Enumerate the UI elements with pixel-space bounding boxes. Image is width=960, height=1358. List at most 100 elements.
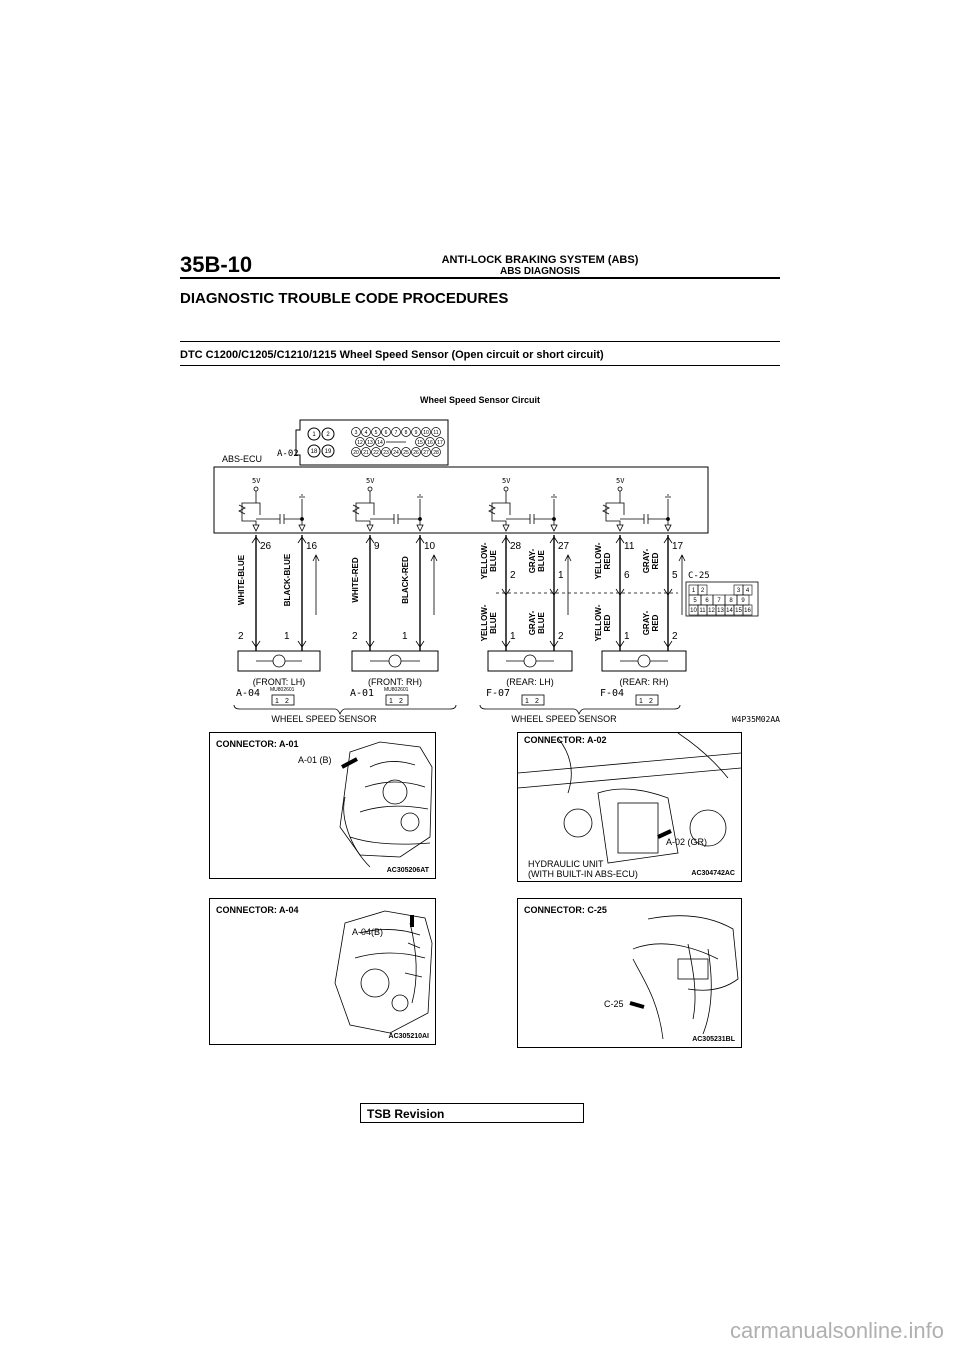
connector-chevron [549, 588, 559, 596]
ecu-pin-shape [391, 447, 401, 457]
ecu-pin-label: 23 [383, 450, 389, 456]
ecu-pin-number: 9 [374, 541, 380, 552]
engine-bay-illustration [334, 910, 433, 1034]
ecu-pin-label: 24 [393, 450, 399, 456]
sensor-connector-name: F-04 [600, 688, 624, 699]
photo-code: AC304742AC [691, 870, 735, 877]
supply-label: 5V [502, 477, 511, 485]
connector-chevron [615, 536, 625, 544]
ecu-pin-shape [435, 437, 445, 447]
resistor-symbol [602, 504, 610, 515]
page-number: 35B-10 [180, 252, 253, 277]
supply-node [253, 486, 259, 492]
wire-color-label: WHITE-RED [351, 557, 360, 603]
ecu-pin-label: 5 [375, 430, 378, 436]
abs-ecu-box [213, 466, 709, 534]
ecu-pin-label: 10 [423, 430, 429, 436]
sensor-connector-pin: 2 [399, 698, 403, 705]
c25-pin-number: 2 [510, 570, 516, 581]
wire-color-label: BLACK-RED [401, 556, 410, 604]
junction-dot [552, 517, 556, 521]
wire-color-label: BLUE [537, 611, 546, 633]
ecu-pin-label: 26 [413, 450, 419, 456]
sensor-connector-pin: 2 [535, 698, 539, 705]
ecu-pin-shape [391, 427, 401, 437]
c25-pin-label: 8 [729, 598, 733, 604]
c25-pin-number: 6 [624, 570, 630, 581]
ecu-pin-label: 12 [357, 440, 363, 446]
ecu-pin-label: 4 [365, 430, 368, 436]
sensor-connector-pin: 2 [649, 698, 653, 705]
sensor-coil-symbol [272, 654, 286, 668]
ecu-connector-outline [295, 419, 449, 466]
ecu-pin-shape [351, 427, 361, 437]
photo-label: A-01 (B) [298, 755, 332, 765]
ecu-pin-shape [307, 444, 321, 458]
ecu-pin-shape [415, 437, 425, 447]
ecu-pin-shape [421, 427, 431, 437]
c25-name: C-25 [688, 571, 710, 581]
ecu-pin-number: 17 [672, 541, 684, 552]
sensor-connector-name: F-07 [486, 688, 510, 699]
connector-chevron [615, 640, 625, 648]
ecu-pin-shape [431, 427, 441, 437]
photo-code: AC305231BL [692, 1036, 735, 1043]
capacitor-symbol [370, 514, 420, 524]
connector-chevron [297, 536, 307, 544]
sensor-position-label: (REAR: RH) [620, 677, 669, 687]
resistor-symbol [352, 504, 360, 515]
connector-chevron [415, 536, 425, 544]
ecu-pin-label: 13 [367, 440, 373, 446]
sensor-coil-symbol [637, 654, 651, 668]
sensor-connector-face [271, 694, 295, 706]
sensor-position-label: (FRONT: LH) [253, 677, 306, 687]
sensor-body [351, 650, 439, 672]
ecu-pin-number: 16 [306, 541, 318, 552]
connector-chevron [501, 536, 511, 544]
wire-color-label: RED [651, 552, 660, 569]
ecu-pin-label: 20 [353, 450, 359, 456]
dashboard-illustration [629, 915, 739, 1040]
ecu-pin-number: 11 [624, 541, 635, 552]
sensor-position-label: (REAR: LH) [506, 677, 554, 687]
ecu-pin-shape [411, 427, 421, 437]
ecu-pin-label: 27 [423, 450, 429, 456]
capacitor-symbol [506, 514, 554, 524]
engine-bay-illustration [339, 741, 433, 868]
ecu-pin-shape [371, 427, 381, 437]
wire-color-label: GRAY- [642, 548, 651, 573]
c25-pin-label: 7 [717, 598, 721, 604]
sensor-connector-face [521, 694, 545, 706]
supply-node [367, 486, 373, 492]
ecu-pin-label: 18 [311, 449, 318, 455]
c25-pin-label: 5 [693, 598, 697, 604]
front-group-label: WHEEL SPEED SENSOR [271, 714, 377, 724]
sensor-pin-number: 2 [558, 631, 564, 642]
connector-chevron [663, 640, 673, 648]
ecu-pin-shape [381, 447, 391, 457]
photo-label: C-25 [604, 999, 624, 1009]
sensor-pin-number: 1 [624, 631, 630, 642]
wire-color-label: RED [603, 552, 612, 569]
ecu-pin-label: 14 [377, 440, 383, 446]
c25-pin-label: 16 [744, 608, 751, 614]
junction-dot [666, 517, 670, 521]
connector-chevron [615, 588, 625, 596]
terminal-triangle [616, 524, 624, 532]
current-arrow [430, 554, 438, 615]
dtc-rule-bottom [180, 365, 780, 366]
connector-chevron [501, 640, 511, 648]
ecu-pin-shape [355, 437, 365, 447]
ecu-pin-shape [371, 447, 381, 457]
ecu-pin-label: 28 [433, 450, 439, 456]
ecu-pin-shape [425, 437, 435, 447]
ecu-pin-label: 3 [355, 430, 358, 436]
ecu-pin-shape [431, 447, 441, 457]
wire-color-label: YELLOW- [480, 542, 489, 579]
c25-pin-label: 3 [737, 588, 741, 594]
c25-pin-label: 12 [708, 608, 715, 614]
watermark: carmanualsonline.info [729, 1318, 944, 1343]
connector-chevron [251, 536, 261, 544]
sensor-connector-pin: 1 [389, 698, 393, 705]
current-arrow [312, 554, 320, 615]
